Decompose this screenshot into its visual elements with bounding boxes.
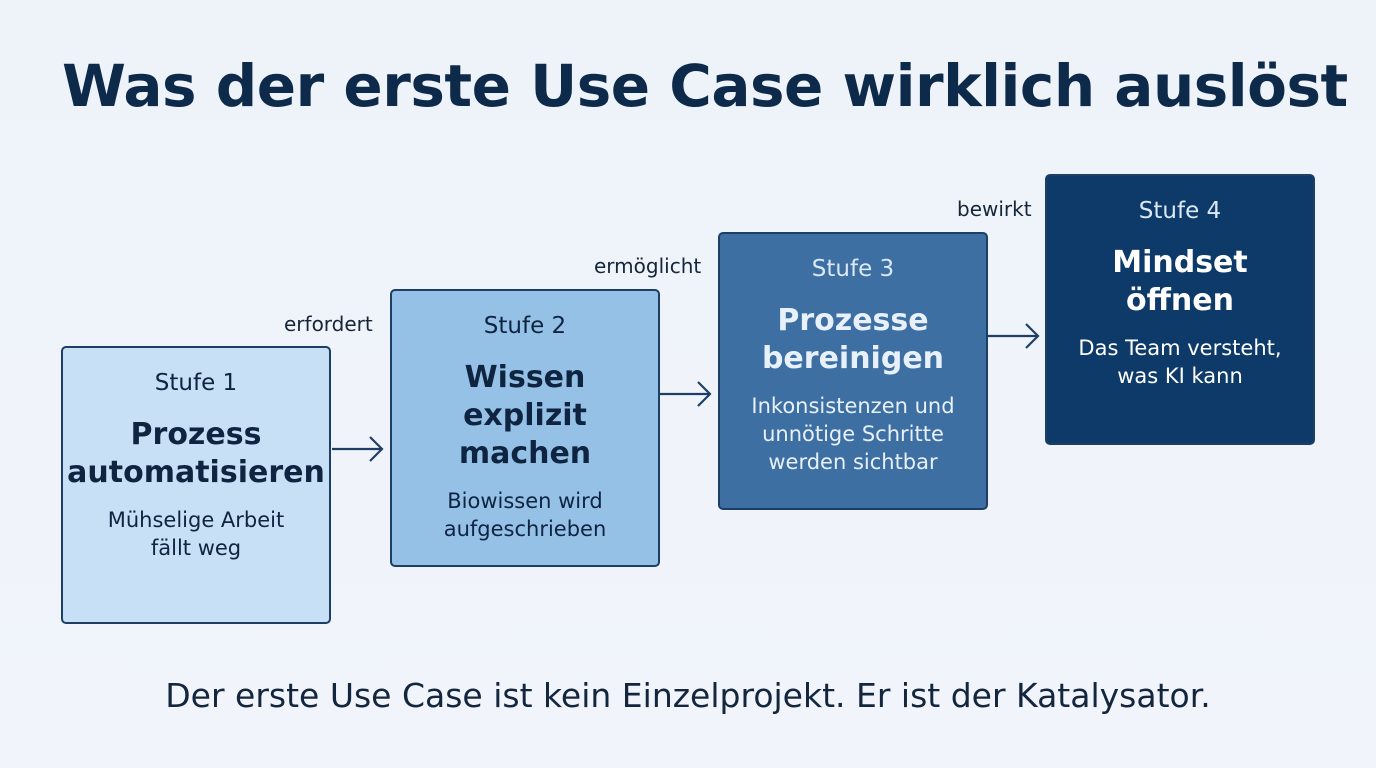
stage-4-label: Stufe 4 xyxy=(1138,198,1222,224)
stage-1-description: Mühselige Arbeit fällt weg xyxy=(107,508,285,560)
stage-3-label: Stufe 3 xyxy=(811,256,895,282)
stage-1-title: Prozess automatisieren xyxy=(67,417,325,490)
stage-1-box: Stufe 1 Prozess automatisieren Mühselige… xyxy=(61,346,331,624)
arrow-right-icon xyxy=(988,323,1040,349)
stage-3-box: Stufe 3 Prozesse bereinigen Inkonsistenz… xyxy=(718,232,988,510)
stage-2-title: Wissen explizit machen xyxy=(458,360,592,471)
connector-label-ermoeglicht: ermöglicht xyxy=(594,254,702,278)
connector-label-erfordert: erfordert xyxy=(284,312,373,336)
stage-1-label: Stufe 1 xyxy=(154,370,238,396)
stage-3-description: Inkonsistenzen und unnötige Schritte wer… xyxy=(751,394,955,474)
stage-3-title: Prozesse bereinigen xyxy=(761,303,945,376)
stage-2-label: Stufe 2 xyxy=(483,313,567,339)
footer-statement: Der erste Use Case ist kein Einzelprojek… xyxy=(165,676,1211,715)
stage-4-title: Mindset öffnen xyxy=(1112,245,1248,318)
stage-4-box: Stufe 4 Mindset öffnen Das Team versteht… xyxy=(1045,174,1315,445)
stage-2-description: Biowissen wird aufgeschrieben xyxy=(443,489,607,541)
arrow-right-icon xyxy=(660,381,712,407)
stage-4-description: Das Team versteht, was KI kann xyxy=(1078,336,1282,388)
connector-label-bewirkt: bewirkt xyxy=(957,197,1032,221)
page-title: Was der erste Use Case wirklich auslöst xyxy=(62,52,1348,120)
stage-2-box: Stufe 2 Wissen explizit machen Biowissen… xyxy=(390,289,660,567)
arrow-right-icon xyxy=(332,436,384,462)
